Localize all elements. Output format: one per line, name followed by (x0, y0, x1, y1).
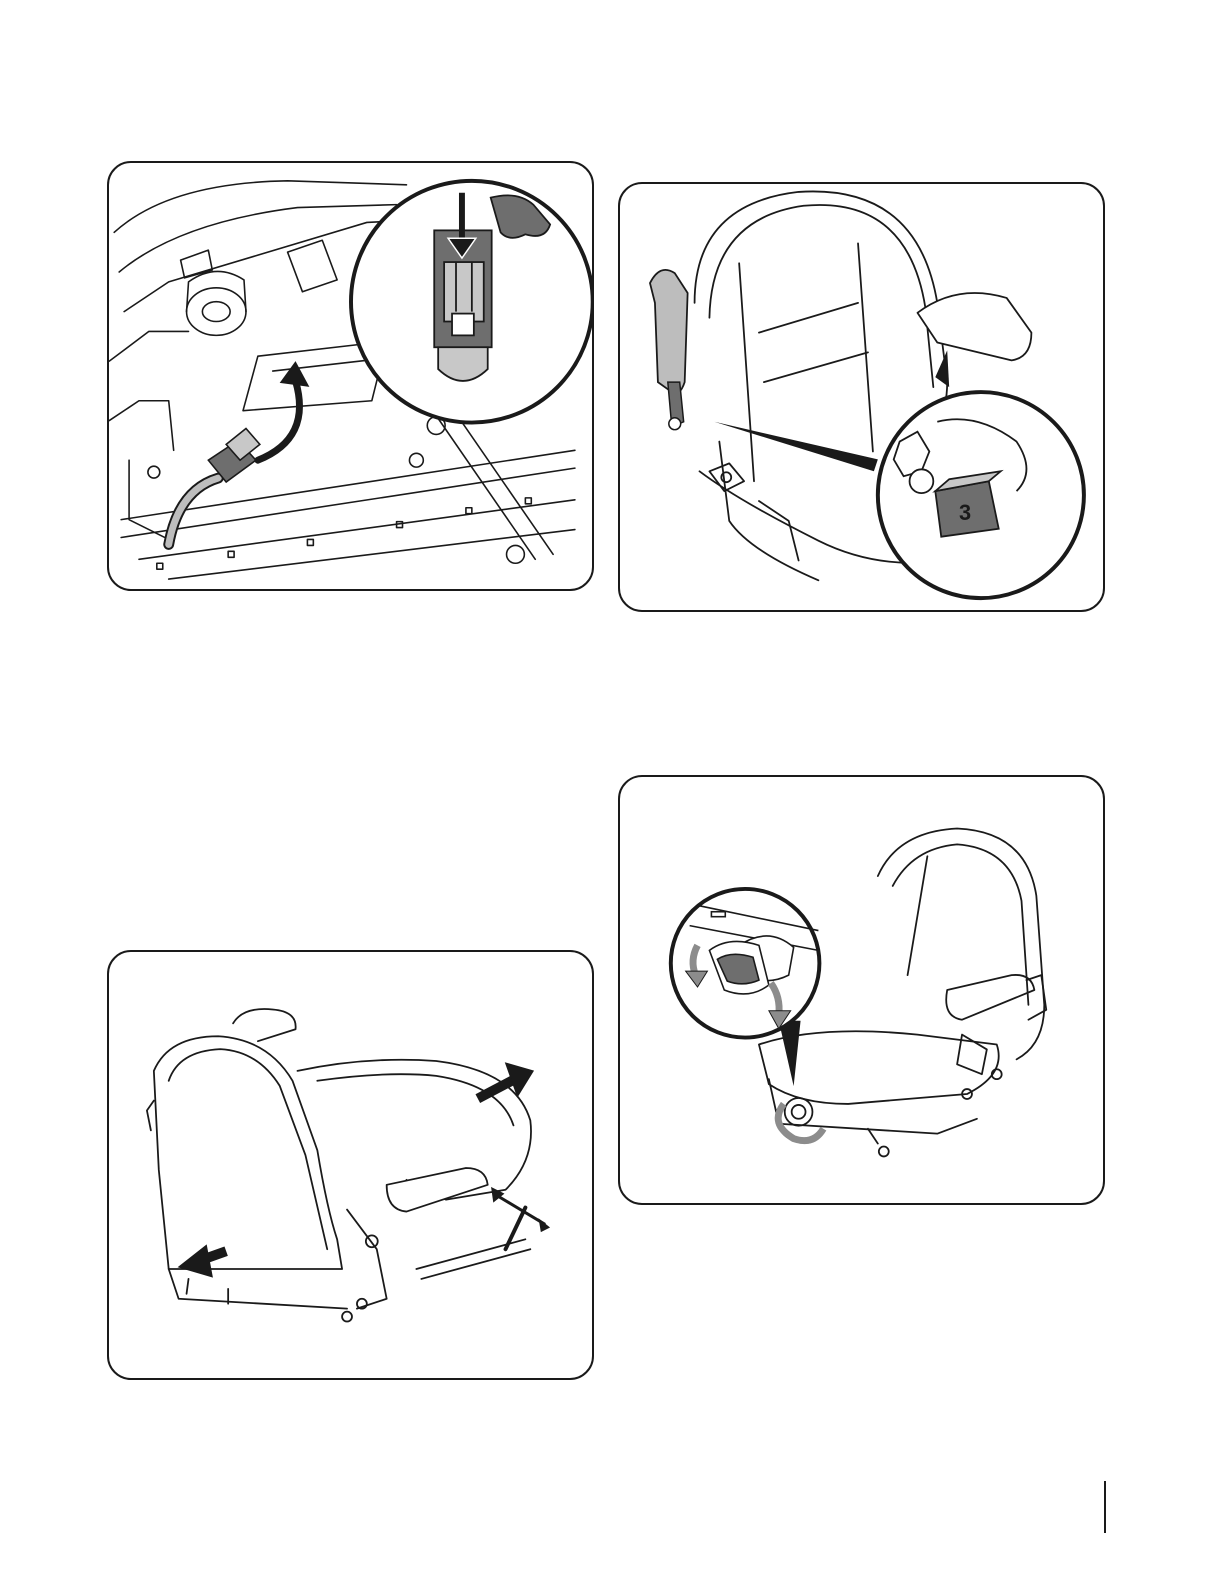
figure-seat-back-adjust: 3 (618, 182, 1105, 612)
figure-seat-slide-adjust (107, 950, 594, 1380)
seat-slide-adjust-icon (109, 952, 592, 1378)
page-edge-rule (1104, 1481, 1106, 1533)
seat-suspension-knob-icon (620, 777, 1103, 1203)
figure-seat-switch-connector (107, 161, 594, 591)
figure-seat-suspension-knob (618, 775, 1105, 1205)
seat-switch-connector-icon (109, 163, 592, 589)
callout-label: 3 (959, 500, 971, 525)
seat-back-adjust-icon: 3 (620, 184, 1103, 610)
